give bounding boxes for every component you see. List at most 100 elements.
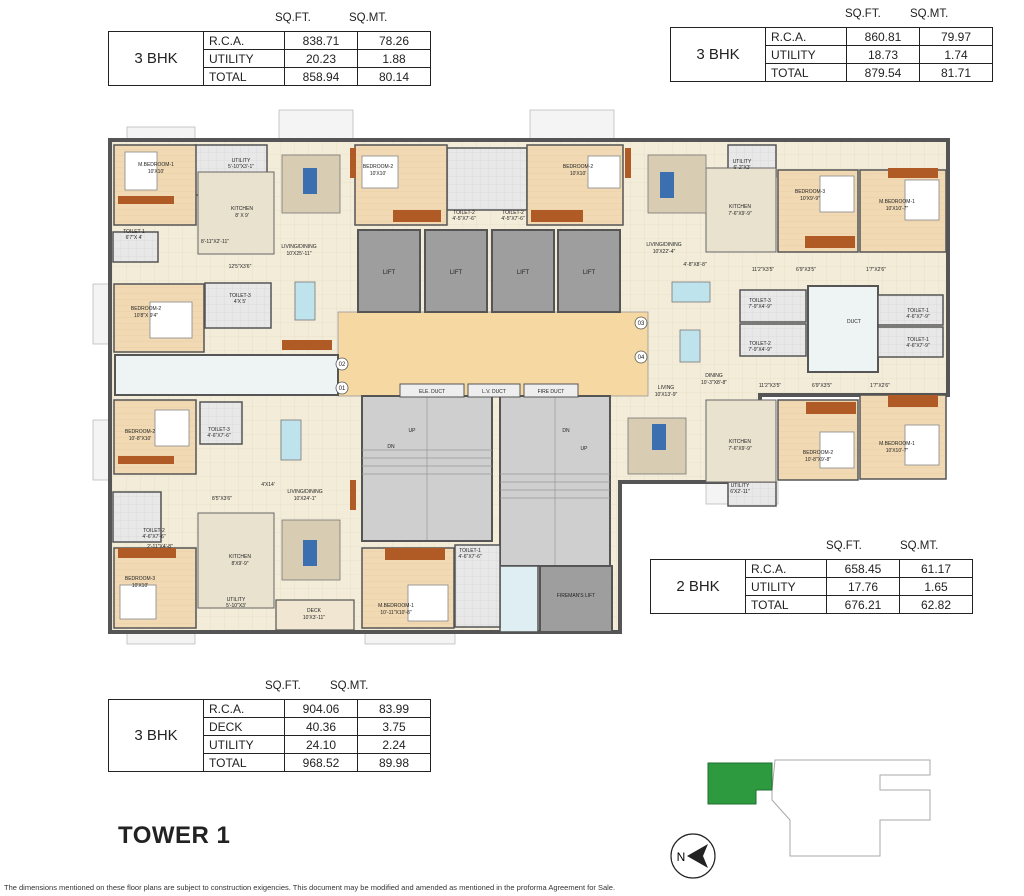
living-furniture xyxy=(280,154,711,581)
area-table-top-right: SQ.FT. SQ.MT. 3 BHK R.C.A. 860.81 79.97 … xyxy=(670,8,993,82)
sqmt-value: 80.14 xyxy=(357,67,431,86)
room-name: TOILET-1 xyxy=(907,337,929,343)
passage-dim: 4'-8"X8'-8" xyxy=(683,262,706,268)
room-dim: 10'X10'-7" xyxy=(886,448,909,454)
room-dim: 10'X10'-7" xyxy=(886,206,909,212)
light-well xyxy=(114,354,339,396)
room-dim: 10'-8"X9'-8" xyxy=(805,457,831,463)
room-name: M.BEDROOM-1 xyxy=(879,441,915,447)
flat-number: 01 xyxy=(339,386,346,392)
passage-dim: 6'9"X3'5" xyxy=(796,267,816,273)
passage-dim: 11'2"X3'5" xyxy=(759,383,782,389)
sqft-value: 968.52 xyxy=(284,753,358,772)
room-name: UTILITY xyxy=(731,483,750,489)
lift-label: LIFT xyxy=(383,270,396,276)
sqmt-value: 81.71 xyxy=(919,63,993,82)
room-dim: 10'X9'-9" xyxy=(800,196,820,202)
lift-label: LIFT xyxy=(450,270,463,276)
area-table-mid-right: SQ.FT. SQ.MT. 2 BHK R.C.A. 658.45 61.17 … xyxy=(650,540,973,614)
tower-title: TOWER 1 xyxy=(118,822,231,849)
room-name: M.BEDROOM-1 xyxy=(879,199,915,205)
unit-type: 2 BHK xyxy=(650,559,746,614)
room-dim: 4'-5"X7'-6" xyxy=(452,216,475,222)
fireman-lift-label: FIREMAN'S LIFT xyxy=(557,593,595,599)
col-header-sqmt: SQ.MT. xyxy=(900,540,939,552)
room-name: KITCHEN xyxy=(231,206,253,212)
room-name: TOILET-3 xyxy=(749,298,771,304)
room-name: DECK xyxy=(307,608,322,614)
passage-dim: 1'7"X2'6" xyxy=(870,383,890,389)
room-name: BEDROOM-2 xyxy=(803,450,834,456)
key-plan xyxy=(707,759,931,857)
room-name: TOILET-2 xyxy=(502,210,524,216)
room-dim: 7'-9"X4'-9" xyxy=(748,347,771,353)
room-name: UTILITY xyxy=(733,159,752,165)
unit-type: 3 BHK xyxy=(670,27,766,82)
lift-label: LIFT xyxy=(517,270,530,276)
room-name: M.BEDROOM-1 xyxy=(378,603,414,609)
room-name: UTILITY xyxy=(227,597,246,603)
sqmt-value: 1.65 xyxy=(899,577,973,596)
room-name: BEDROOM-2 xyxy=(563,164,594,170)
beds xyxy=(119,151,940,622)
row-label: TOTAL xyxy=(765,63,847,82)
sqft-value: 676.21 xyxy=(826,595,900,614)
room-name: TOILET-1 xyxy=(123,229,145,235)
room-dim: 10'-3"X8'-8" xyxy=(701,380,727,386)
row-label: R.C.A. xyxy=(745,559,827,578)
room-dim: 10'X10' xyxy=(132,583,148,589)
flat-number: 04 xyxy=(638,355,645,361)
flat-number: 02 xyxy=(339,362,346,368)
room-dim: 4'-6"X7'-9" xyxy=(906,343,929,349)
room-dim: 5'-10"X3' xyxy=(226,603,246,609)
room-dim: 6'7"X 4' xyxy=(126,235,143,241)
sqmt-value: 62.82 xyxy=(899,595,973,614)
room-name: UTILITY xyxy=(232,158,251,164)
area-table-top-left: SQ.FT. SQ.MT. 3 BHK R.C.A. 838.71 78.26 … xyxy=(108,12,431,86)
room-name: BEDROOM-2 xyxy=(125,429,156,435)
stair-up-label: UP xyxy=(409,428,417,434)
room-name: TOILET-2 xyxy=(143,528,165,534)
room-dim: 7'-9"X4'-9" xyxy=(748,304,771,310)
passage-dim: 8'-11"X2'-11" xyxy=(201,239,229,245)
wardrobes xyxy=(118,148,938,560)
passage-dimensions: 12'5"X3'6" 8'-11"X2'-11" 4'-8"X8'-8" 11'… xyxy=(147,239,890,550)
sqft-value: 879.54 xyxy=(846,63,920,82)
stair-dn-label: DN xyxy=(387,444,395,450)
row-label: UTILITY xyxy=(765,45,847,64)
room-dim: 4'-6"X7'-6" xyxy=(207,433,230,439)
room-dim: 10'8"X 9'4" xyxy=(134,313,158,319)
unit-type: 3 BHK xyxy=(108,699,204,772)
room-dim: 10'X24'-1" xyxy=(294,496,317,502)
deck-area xyxy=(275,599,355,631)
flat-number: 03 xyxy=(638,321,645,327)
room-name: KITCHEN xyxy=(229,554,251,560)
room-name: M.BEDROOM-1 xyxy=(138,162,174,168)
row-label: R.C.A. xyxy=(765,27,847,46)
row-label: R.C.A. xyxy=(203,699,285,718)
duct-shaft xyxy=(807,285,879,373)
north-label: N xyxy=(677,850,686,864)
lv-duct-label: L.V. DUCT xyxy=(482,389,506,395)
sqmt-value: 89.98 xyxy=(357,753,431,772)
room-dim: 10'X10' xyxy=(570,171,586,177)
room-name: KITCHEN xyxy=(729,204,751,210)
room-dim: 10'X3'-11" xyxy=(303,615,325,621)
room-dim: 7'-6"X9'-9" xyxy=(728,211,751,217)
room-dim: 4'X 5' xyxy=(234,299,246,305)
room-name: TOILET-2 xyxy=(453,210,475,216)
row-label: TOTAL xyxy=(203,753,285,772)
col-header-sqft: SQ.FT. xyxy=(845,8,881,20)
room-dim: 10'X10' xyxy=(148,169,164,175)
room-dim: 7'-6"X9'-9" xyxy=(728,446,751,452)
passage-dim: 12'5"X3'6" xyxy=(229,264,252,270)
room-name: BEDROOM-3 xyxy=(795,189,826,195)
passage-dim: 6'9"X3'5" xyxy=(812,383,832,389)
room-dim: 10'-8"X10' xyxy=(129,436,152,442)
kitchens xyxy=(197,167,777,609)
fire-duct-label: FIRE DUCT xyxy=(538,389,565,395)
unit-type: 3 BHK xyxy=(108,31,204,86)
room-name: LIVING xyxy=(658,385,675,391)
col-header-sqft: SQ.FT. xyxy=(265,680,301,692)
